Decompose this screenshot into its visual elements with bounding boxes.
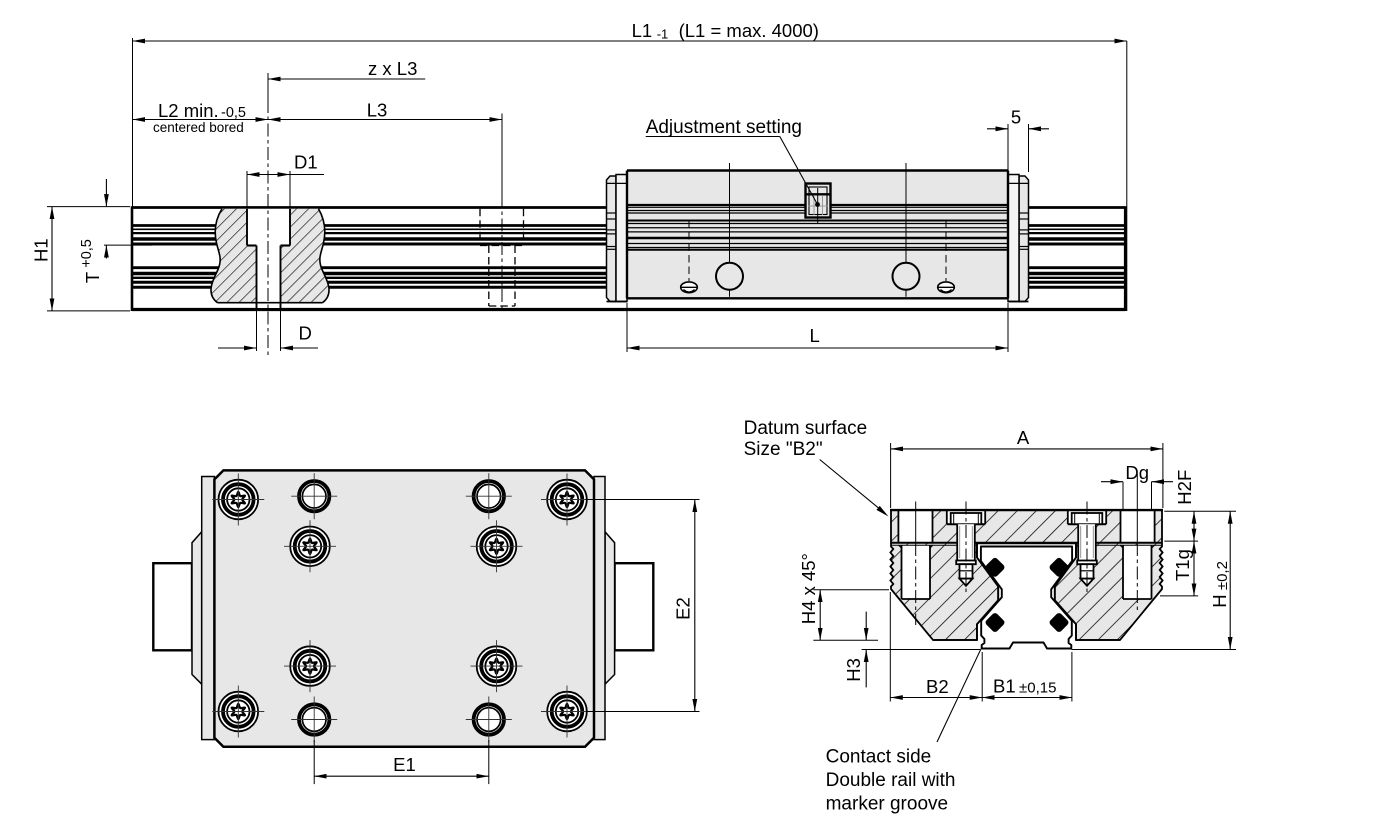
svg-text:H ±0,2: H ±0,2 xyxy=(1209,561,1231,608)
svg-text:E2: E2 xyxy=(673,597,694,620)
svg-text:Size "B2": Size "B2" xyxy=(744,439,823,460)
svg-text:H4 x 45°: H4 x 45° xyxy=(798,553,819,624)
svg-text:Contact side: Contact side xyxy=(826,746,932,767)
svg-text:centered bored: centered bored xyxy=(153,120,244,135)
svg-text:L: L xyxy=(810,325,820,346)
svg-text:H1: H1 xyxy=(31,238,52,262)
svg-text:z x L3: z x L3 xyxy=(368,58,417,79)
svg-text:(L1 = max. 4000): (L1 = max. 4000) xyxy=(679,20,819,41)
svg-text:E1: E1 xyxy=(393,754,416,775)
svg-text:D: D xyxy=(299,322,312,343)
svg-text:L2 min.: L2 min. xyxy=(158,100,219,121)
svg-text:-1: -1 xyxy=(657,27,669,42)
svg-text:H3: H3 xyxy=(843,658,864,682)
svg-text:B1: B1 xyxy=(993,676,1016,697)
svg-text:Adjustment setting: Adjustment setting xyxy=(646,117,802,138)
svg-text:-0,5: -0,5 xyxy=(221,105,246,121)
svg-text:5: 5 xyxy=(1011,107,1021,128)
svg-text:Dg: Dg xyxy=(1125,462,1149,483)
svg-text:Double rail with: Double rail with xyxy=(826,770,956,791)
svg-text:L1: L1 xyxy=(632,20,653,41)
svg-text:D1: D1 xyxy=(294,151,318,172)
svg-text:A: A xyxy=(1017,427,1030,448)
svg-text:Datum surface: Datum surface xyxy=(744,418,868,439)
svg-text:L3: L3 xyxy=(367,99,388,120)
svg-text:B2: B2 xyxy=(926,676,949,697)
svg-text:±0,15: ±0,15 xyxy=(1019,680,1056,697)
svg-text:H2F: H2F xyxy=(1174,470,1195,505)
svg-text:T +0,5: T +0,5 xyxy=(79,239,103,283)
svg-text:T1g: T1g xyxy=(1172,549,1193,581)
svg-text:marker groove: marker groove xyxy=(826,794,949,815)
